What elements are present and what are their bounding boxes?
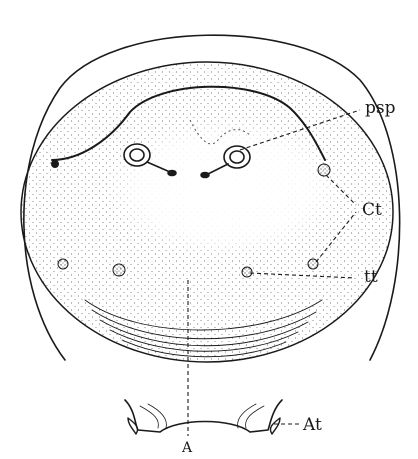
label-a: A	[181, 440, 193, 456]
label-psp: psp	[365, 98, 396, 118]
label-tt: tt	[364, 267, 378, 287]
label-ct: Ct	[362, 200, 382, 220]
label-at: At	[302, 415, 322, 435]
